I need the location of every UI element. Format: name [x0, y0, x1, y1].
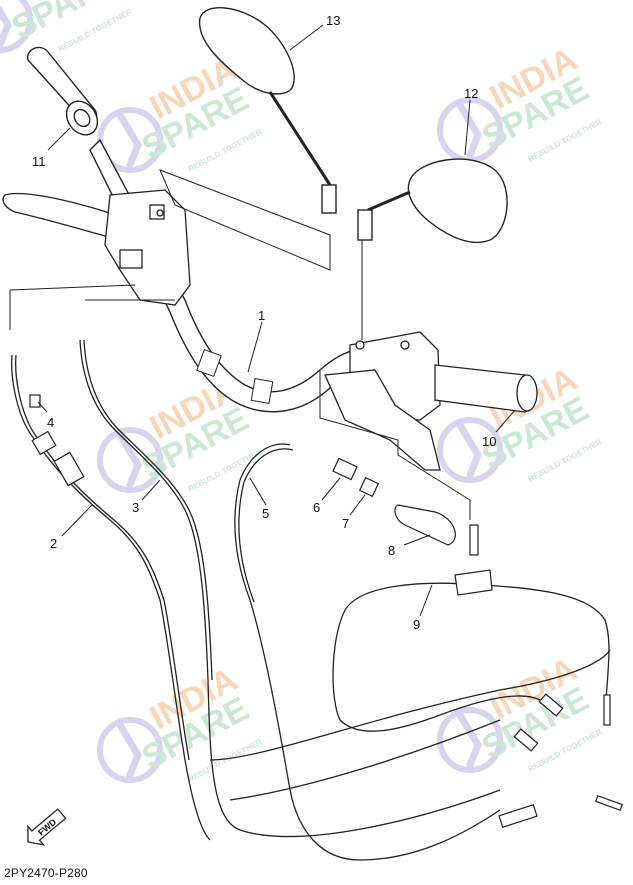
callout-3: 3 [132, 500, 139, 515]
callout-8: 8 [388, 543, 395, 558]
fwd-arrow-icon [27, 808, 67, 846]
part-9-bracket [454, 569, 493, 596]
callout-10: 10 [482, 434, 496, 449]
throttle-cable-5 [234, 443, 501, 861]
part-6-adjuster [332, 457, 358, 481]
mirror-left [198, 7, 337, 214]
callout-2: 2 [50, 536, 57, 551]
throttle-cable-3 [79, 339, 501, 838]
callout-12: 12 [464, 86, 478, 101]
callout-13: 13 [326, 13, 340, 28]
left-lever-assembly [2, 189, 191, 306]
callout-5: 5 [262, 506, 269, 521]
india-spare-watermark: INDIA SPARE REBUILD TOGETHER [0, 0, 134, 54]
choke-cable-9 [332, 582, 541, 732]
left-grip [26, 46, 99, 136]
part-4-bolt [29, 394, 41, 408]
clutch-cable-outer [11, 354, 211, 841]
callout-9: 9 [413, 617, 420, 632]
callout-labels: 1 2 3 4 5 6 7 8 9 10 11 12 13 [32, 13, 496, 632]
callout-7: 7 [342, 516, 349, 531]
callout-6: 6 [313, 500, 320, 515]
right-switch-assembly [324, 331, 538, 471]
forward-arrow: FWD [27, 808, 67, 846]
cable-routing [11, 339, 611, 861]
reference-lines [9, 169, 471, 520]
leader-lines [37, 24, 516, 617]
callout-4: 4 [47, 415, 54, 430]
part-8-switch [394, 504, 456, 546]
callout-11: 11 [32, 154, 46, 169]
small-parts [29, 394, 624, 829]
mirror-right [357, 158, 508, 244]
drawing-code: 2PY2470-P280 [4, 866, 88, 880]
part-7-nut [358, 476, 380, 498]
callout-1: 1 [258, 308, 265, 323]
